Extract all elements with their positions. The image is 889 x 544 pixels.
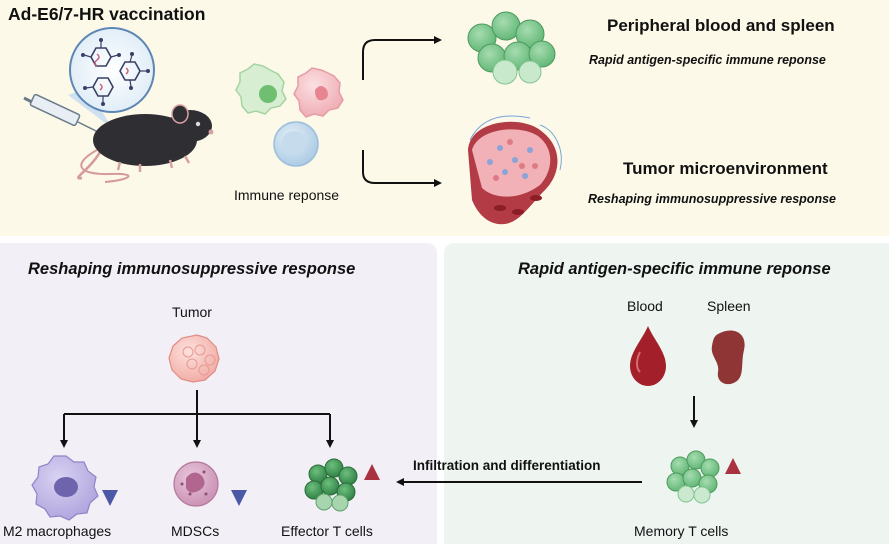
mdsc-down-arrow-icon	[231, 460, 247, 506]
spleen-icon	[711, 330, 745, 385]
tcell-cluster-icon	[467, 11, 556, 85]
infiltration-label: Infiltration and differentiation	[413, 458, 601, 473]
blood-label: Blood	[627, 298, 663, 314]
mdsc-icon	[173, 461, 219, 507]
tumor-vessel-icon	[468, 115, 562, 225]
vaccination-title: Ad-E6/7-HR vaccination	[8, 4, 206, 24]
tumor-cell-icon	[168, 334, 220, 383]
memory-tcell-icon	[666, 450, 720, 504]
arrow-to-tumor-env	[362, 150, 442, 187]
arrow-to-blood-spleen	[362, 36, 442, 80]
blood-spleen-title: Peripheral blood and spleen	[607, 16, 835, 35]
right-section-title: Rapid antigen-specific immune reponse	[518, 260, 831, 278]
effector-tcells-label: Effector T cells	[281, 523, 373, 539]
memory-up-arrow-icon	[725, 458, 741, 504]
effector-tcell-icon	[304, 458, 358, 512]
m2-down-arrow-icon	[102, 460, 118, 506]
memory-tcells-label: Memory T cells	[634, 523, 729, 539]
immune-response-label: Immune reponse	[234, 187, 340, 203]
right-panel	[444, 243, 889, 544]
syringe-icon	[23, 93, 99, 133]
m2-macrophage-icon	[31, 455, 99, 521]
blood-drop-icon	[630, 326, 666, 386]
mdscs-label: MDSCs	[171, 523, 220, 539]
spleen-label: Spleen	[707, 298, 751, 314]
virus-bubble-icon	[68, 27, 155, 128]
effector-up-arrow-icon	[364, 464, 380, 510]
blood-spleen-subtitle: Rapid antigen-specific immune reponse	[589, 53, 826, 67]
tumor-label: Tumor	[172, 304, 212, 320]
tumor-env-title: Tumor microenvironment	[623, 159, 828, 178]
immune-cells-icon	[235, 63, 344, 167]
mouse-icon	[77, 104, 214, 183]
tumor-env-subtitle: Reshaping immunosuppressive response	[588, 192, 836, 206]
m2-macrophages-label: M2 macrophages	[3, 523, 112, 539]
left-section-title: Reshaping immunosuppressive response	[28, 260, 356, 278]
